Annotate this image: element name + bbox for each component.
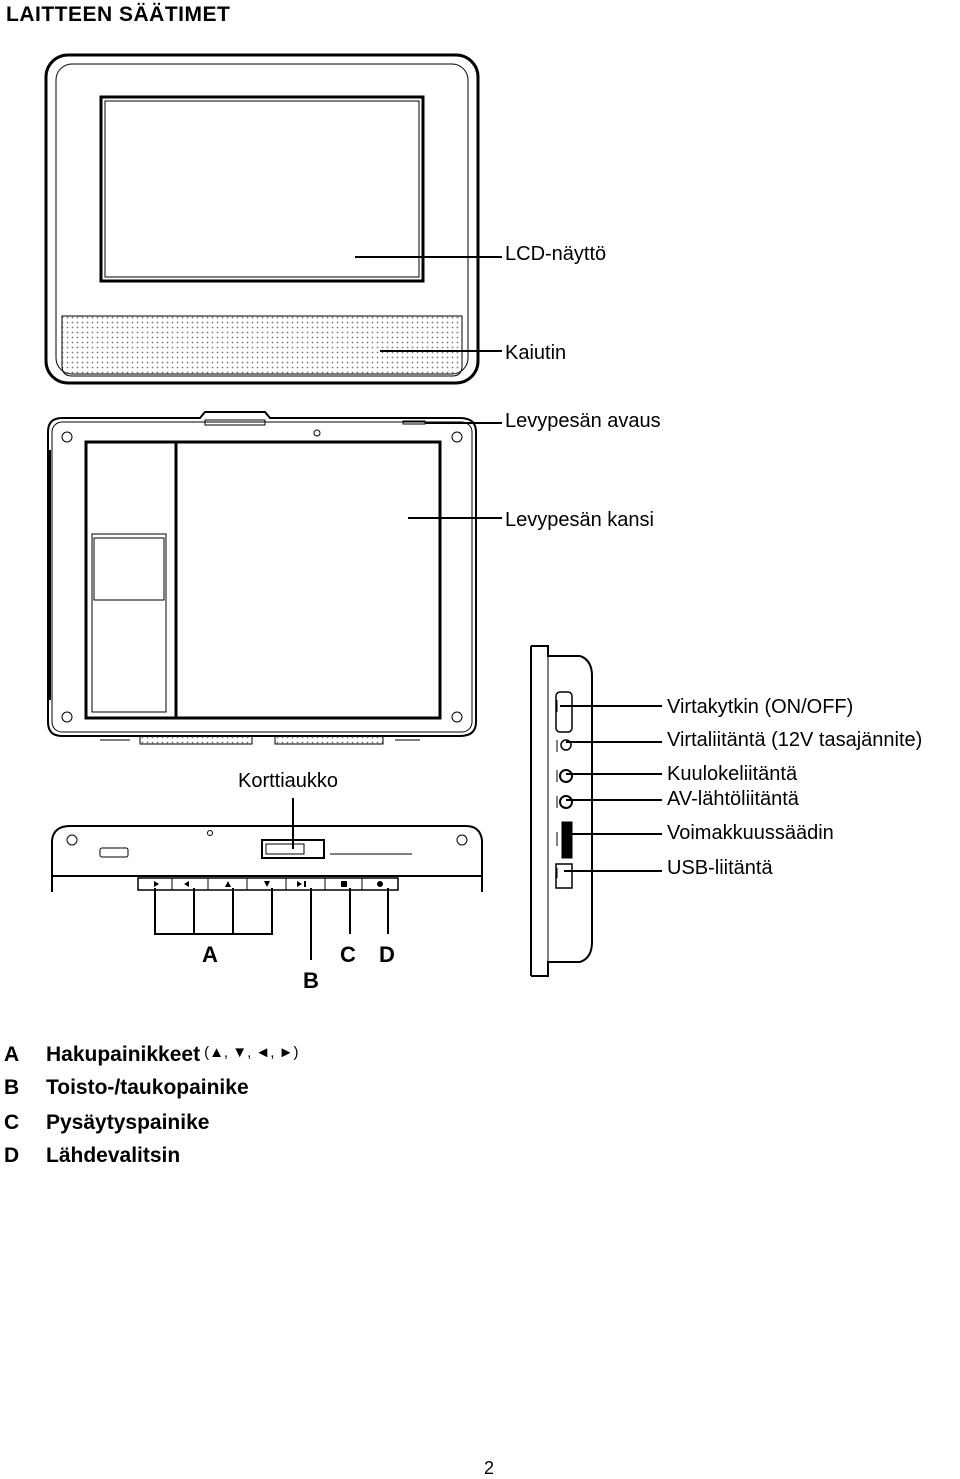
letter-d: D bbox=[379, 942, 395, 967]
label-disc-cover: Levypesän kansi bbox=[505, 509, 654, 531]
legend-item: D Lähdevalitsin bbox=[4, 1144, 180, 1168]
label-av-out: AV-lähtöliitäntä bbox=[667, 788, 799, 810]
leader-lines bbox=[154, 256, 662, 960]
label-power-input: Virtaliitäntä (12V tasajännite) bbox=[667, 729, 923, 751]
letter-b: B bbox=[303, 968, 319, 993]
legend-key: A bbox=[4, 1043, 20, 1066]
legend-key: B bbox=[4, 1076, 20, 1099]
legend-item: A Hakupainikkeet(▲, ▼, ◄, ►) bbox=[4, 1043, 298, 1067]
device-diagram bbox=[44, 53, 662, 977]
label-headphone: Kuulokeliitäntä bbox=[667, 763, 798, 785]
legend-text: Pysäytyspainike bbox=[46, 1111, 210, 1134]
label-power-switch: Virtakytkin (ON/OFF) bbox=[667, 696, 854, 718]
side-unit bbox=[530, 645, 593, 977]
legend-key: C bbox=[4, 1111, 20, 1134]
label-usb: USB-liitäntä bbox=[667, 857, 773, 879]
page-number: 2 bbox=[484, 1458, 495, 1478]
screen-unit bbox=[44, 53, 480, 385]
label-volume: Voimakkuussäädin bbox=[667, 822, 834, 844]
legend-text: Hakupainikkeet bbox=[46, 1043, 201, 1066]
legend-item: B Toisto-/taukopainike bbox=[4, 1076, 249, 1100]
label-disc-open: Levypesän avaus bbox=[505, 410, 661, 432]
legend-key: D bbox=[4, 1144, 20, 1167]
base-unit bbox=[47, 411, 477, 745]
page-title: LAITTEEN SÄÄTIMET bbox=[6, 3, 231, 26]
letter-a: A bbox=[202, 942, 218, 967]
legend-symbols: (▲, ▼, ◄, ►) bbox=[204, 1044, 299, 1061]
front-edge-unit bbox=[51, 825, 483, 892]
legend-text: Toisto-/taukopainike bbox=[46, 1076, 249, 1099]
legend-item: C Pysäytyspainike bbox=[4, 1111, 209, 1135]
label-lcd: LCD-näyttö bbox=[505, 243, 607, 265]
legend-text: Lähdevalitsin bbox=[46, 1144, 181, 1167]
label-card-slot: Korttiaukko bbox=[238, 770, 339, 792]
letter-c: C bbox=[340, 942, 356, 967]
label-speaker: Kaiutin bbox=[505, 342, 567, 364]
